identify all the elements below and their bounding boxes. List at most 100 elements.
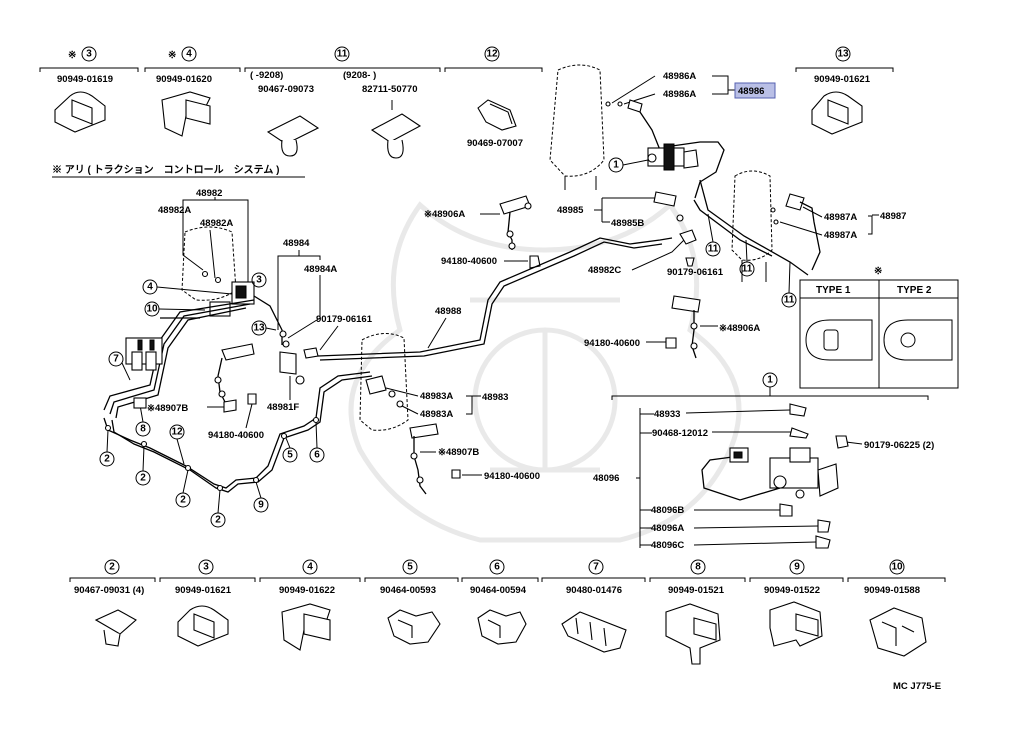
callout-number: 11: [337, 49, 348, 60]
bottom-clip-2[interactable]: 2 90467-09031 (4): [69, 559, 156, 647]
label-48096A: 48096A: [651, 523, 684, 534]
label-48987A: 48987A: [824, 212, 857, 223]
part-number: 90949-01620: [156, 74, 212, 85]
label-48987: 48987: [880, 211, 906, 222]
type1-label: TYPE 1: [816, 285, 851, 296]
traction-control-note: ※ アリ ( トラクション コントロール システム ): [52, 164, 279, 176]
part-number: 90949-01619: [57, 74, 113, 85]
load-sensing-valve-upper[interactable]: [639, 111, 725, 199]
label-48907B: ※48907B: [147, 403, 188, 414]
callout-circle: [889, 559, 905, 575]
group-4-clamp[interactable]: ※ 4 90949-01620: [144, 46, 241, 137]
label-48982A: 48982A: [200, 218, 233, 229]
callout-number: 1: [767, 375, 773, 386]
bottom-clamp-4[interactable]: 4 90949-01622: [259, 559, 361, 651]
highlighted-part-box[interactable]: [734, 82, 776, 99]
bottom-clamp-10[interactable]: 10 90949-01588: [847, 559, 946, 657]
label-48907B: ※48907B: [438, 447, 479, 458]
callout-number: 12: [171, 427, 183, 438]
height-sensor-link-right[interactable]: [671, 295, 701, 359]
bottom-clamp-9[interactable]: 9 90949-01522: [749, 559, 844, 647]
label-48987A: 48987A: [824, 230, 857, 241]
callout-circle: [489, 559, 505, 575]
callout-number: 4: [307, 562, 313, 573]
label-48983A: 48983A: [420, 391, 453, 402]
callout-number: 11: [784, 295, 795, 306]
label-48982: 48982: [196, 188, 222, 199]
diagram-code: MC J775-E: [893, 681, 941, 692]
callout-number: 12: [486, 49, 498, 60]
label-48983: 48983: [482, 392, 508, 403]
part-number: 82711-50770: [362, 84, 417, 95]
label-94180-40600: 94180-40600: [441, 256, 497, 267]
option-mark: ※: [68, 50, 76, 61]
callout-circle: [835, 46, 851, 62]
group-11-clip[interactable]: 11 ( -9208) (9208- ) 90467-09073 82711-5…: [244, 46, 441, 159]
part-number: 90949-01621: [175, 585, 232, 596]
part-number: 90949-01622: [279, 585, 335, 596]
callout-circle: [302, 559, 318, 575]
callout-circle: [690, 559, 706, 575]
callout-number: 2: [104, 454, 110, 465]
label-48981F: 48981F: [267, 402, 299, 413]
option-mark: ※: [874, 266, 882, 277]
bottom-clamp-8[interactable]: 8 90949-01521: [649, 559, 746, 665]
callout-circle: [198, 559, 214, 575]
callout-number: 2: [109, 562, 115, 573]
callout-circle: [181, 46, 197, 62]
brake-hose-bracket-left[interactable]: [279, 351, 305, 385]
brake-line-lower: [103, 371, 371, 489]
group-3-clamp[interactable]: ※ 3 90949-01619: [39, 46, 139, 133]
brake-line: [253, 295, 283, 345]
callout-circle: [334, 46, 350, 62]
master-cylinder-block[interactable]: [125, 337, 163, 371]
callout-number: 3: [86, 49, 92, 60]
actuator-assembly[interactable]: [701, 447, 839, 501]
brake-line-right: [699, 179, 809, 276]
callout-number: 10: [891, 562, 903, 573]
brake-line-48988: [317, 237, 673, 357]
bottom-clip-6[interactable]: 6 90464-00594: [461, 559, 539, 645]
suspension-ghost-mid-left: [181, 226, 237, 301]
suspension-ghost-center: [359, 333, 409, 431]
label-48986A: 48986A: [663, 71, 696, 82]
callout-number: 3: [256, 275, 262, 286]
group-13-clamp[interactable]: 13 90949-01621: [795, 46, 894, 135]
label-48983A: 48983A: [420, 409, 453, 420]
callout-number: 8: [140, 424, 146, 435]
part-number: 90467-09073: [258, 84, 314, 95]
label-90179-06161: 90179-06161: [316, 314, 373, 325]
callout-number: 11: [742, 264, 753, 275]
callout-number: 2: [140, 473, 146, 484]
part-number: 90464-00594: [470, 585, 527, 596]
label-48984: 48984: [283, 238, 310, 249]
type2-label: TYPE 2: [897, 285, 932, 296]
part-number: 90949-01522: [764, 585, 820, 596]
brake-line-right-2: [693, 199, 773, 257]
label-48933: 48933: [654, 409, 680, 420]
height-sensor-link-upper[interactable]: [499, 195, 532, 250]
label-48096B: 48096B: [651, 505, 684, 516]
label-48982C: 48982C: [588, 265, 621, 276]
height-sensor-link-left[interactable]: [214, 343, 255, 413]
range-label: (9208- ): [343, 70, 376, 81]
height-sensor-link-center[interactable]: [409, 423, 439, 495]
callout-number: 5: [287, 450, 293, 461]
bottom-clamp-3[interactable]: 3 90949-01621: [159, 559, 256, 647]
label-48986[interactable]: 48986: [738, 86, 764, 97]
callout-circle: [81, 46, 97, 62]
label-94180-40600: 94180-40600: [208, 430, 264, 441]
part-number: 90480-01476: [566, 585, 622, 596]
bottom-clip-7[interactable]: 7 90480-01476: [541, 559, 646, 653]
brake-hose-fitting-center[interactable]: [365, 375, 404, 408]
part-number: 90464-00593: [380, 585, 436, 596]
watermark-emblem: [348, 201, 742, 543]
callout-number: 7: [113, 354, 119, 365]
callout-number: 9: [258, 500, 264, 511]
callout-number: 5: [407, 562, 413, 573]
group-12-clip[interactable]: 12 90469-07007: [444, 46, 543, 149]
bottom-clip-5[interactable]: 5 90464-00593: [364, 559, 459, 645]
label-48985: 48985: [557, 205, 584, 216]
callout-circle: [588, 559, 604, 575]
